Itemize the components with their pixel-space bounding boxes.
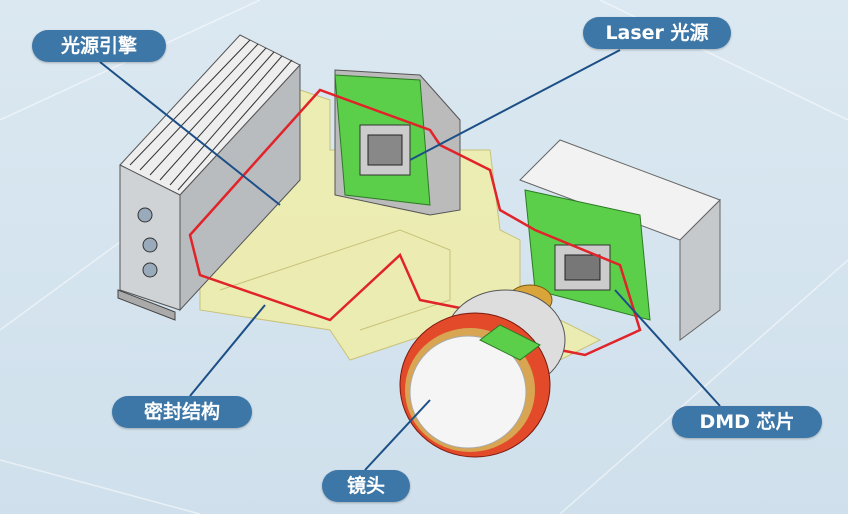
laser-board — [334, 69, 461, 216]
dmd-module — [519, 139, 721, 341]
heatsink-left — [117, 34, 301, 321]
label-laser-source: Laser 光源 — [583, 17, 731, 49]
label-sealing-structure: 密封结构 — [112, 396, 252, 428]
seal-path — [188, 88, 642, 357]
lens — [399, 284, 566, 458]
label-light-engine: 光源引擎 — [32, 30, 166, 62]
leader-lines — [99, 49, 721, 471]
label-lens: 镜头 — [322, 470, 410, 502]
label-dmd-chip: DMD 芯片 — [672, 406, 822, 438]
